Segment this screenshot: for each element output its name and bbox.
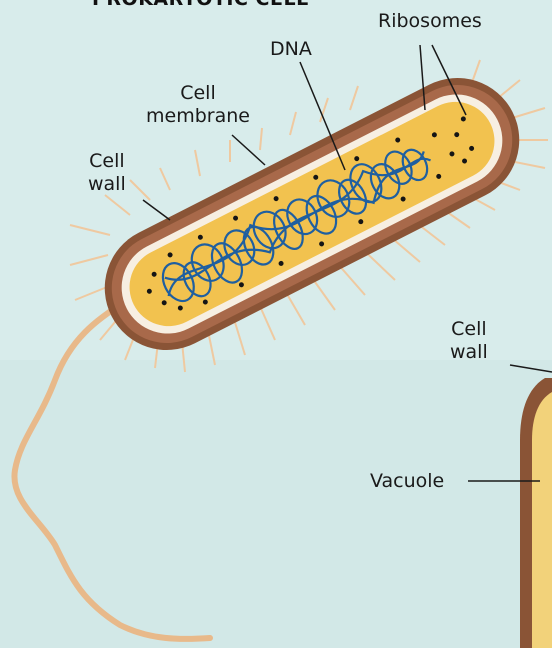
label-cell-wall-right: Cell wall	[450, 318, 488, 364]
label-cell-wall-right-line2: wall	[450, 341, 488, 364]
label-cell-wall-left-line2: wall	[88, 173, 126, 196]
label-cell-wall-right-line1: Cell	[450, 318, 488, 341]
diagram-title: PROKARYOTIC CELL	[92, 0, 309, 10]
label-cell-wall-left: Cell wall	[88, 150, 126, 196]
label-vacuole: Vacuole	[370, 470, 444, 493]
plant-cell-wall-inner	[532, 392, 552, 648]
label-dna-text: DNA	[270, 38, 312, 61]
label-vacuole-text: Vacuole	[370, 470, 444, 493]
label-cell-membrane-line2: membrane	[146, 105, 250, 128]
label-cell-membrane: Cell membrane	[146, 82, 250, 128]
label-dna: DNA	[270, 38, 312, 61]
label-cell-wall-left-line1: Cell	[88, 150, 126, 173]
background-shade	[0, 360, 552, 648]
label-ribosomes-text: Ribosomes	[378, 10, 482, 33]
label-ribosomes: Ribosomes	[378, 10, 482, 33]
label-cell-membrane-line1: Cell	[146, 82, 250, 105]
